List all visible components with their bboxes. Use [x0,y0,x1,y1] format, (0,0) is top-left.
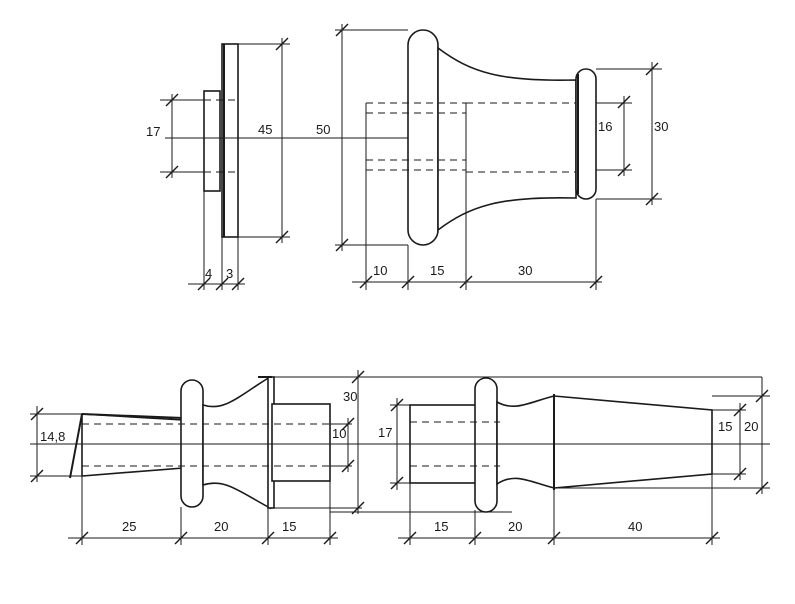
dim-part-d-20-len: 20 [508,519,522,534]
dim-part-c-10: 10 [332,426,346,441]
dim-part-d-20: 20 [744,419,758,434]
part-c-cove [202,375,271,510]
part-d-turned: 17 15 20 15 20 40 [378,377,770,545]
dim-part-b-30-len: 30 [518,263,532,278]
dim-part-b-10: 10 [373,263,387,278]
part-a-plate [221,43,239,238]
dim-part-c-20: 20 [214,519,228,534]
dim-part-a-45: 45 [258,122,272,137]
part-b-endcap [575,68,597,200]
dim-part-c-25: 25 [122,519,136,534]
dim-part-a-4: 4 [205,266,212,281]
part-d-bead [474,377,498,513]
dim-part-d-40: 40 [628,519,642,534]
dim-part-d-17: 17 [378,425,392,440]
part-c-tenon [81,413,184,477]
dim-part-c-14-8: 14,8 [40,429,65,444]
dim-part-a-17: 17 [146,124,160,139]
part-a-flange: 17 45 4 3 [146,37,290,291]
dim-part-d-15: 15 [718,419,732,434]
part-a-hub [203,90,221,192]
part-d-cove [496,394,555,490]
dim-part-c-15: 15 [282,519,296,534]
part-b-knob: 50 16 30 10 15 30 [316,23,668,290]
dim-part-b-50: 50 [316,122,330,137]
part-b-body [437,46,577,232]
part-b-rim [407,29,439,246]
dim-part-d-15-len: 15 [434,519,448,534]
dim-part-a-3: 3 [226,266,233,281]
dim-part-c-30: 30 [343,389,357,404]
part-d-taper [553,395,713,489]
dim-part-b-16: 16 [598,119,612,134]
part-c-turned: 14,8 30 10 25 20 15 [30,370,380,545]
dim-part-b-15: 15 [430,263,444,278]
dim-part-b-30: 30 [654,119,668,134]
part-c-head [271,403,331,482]
